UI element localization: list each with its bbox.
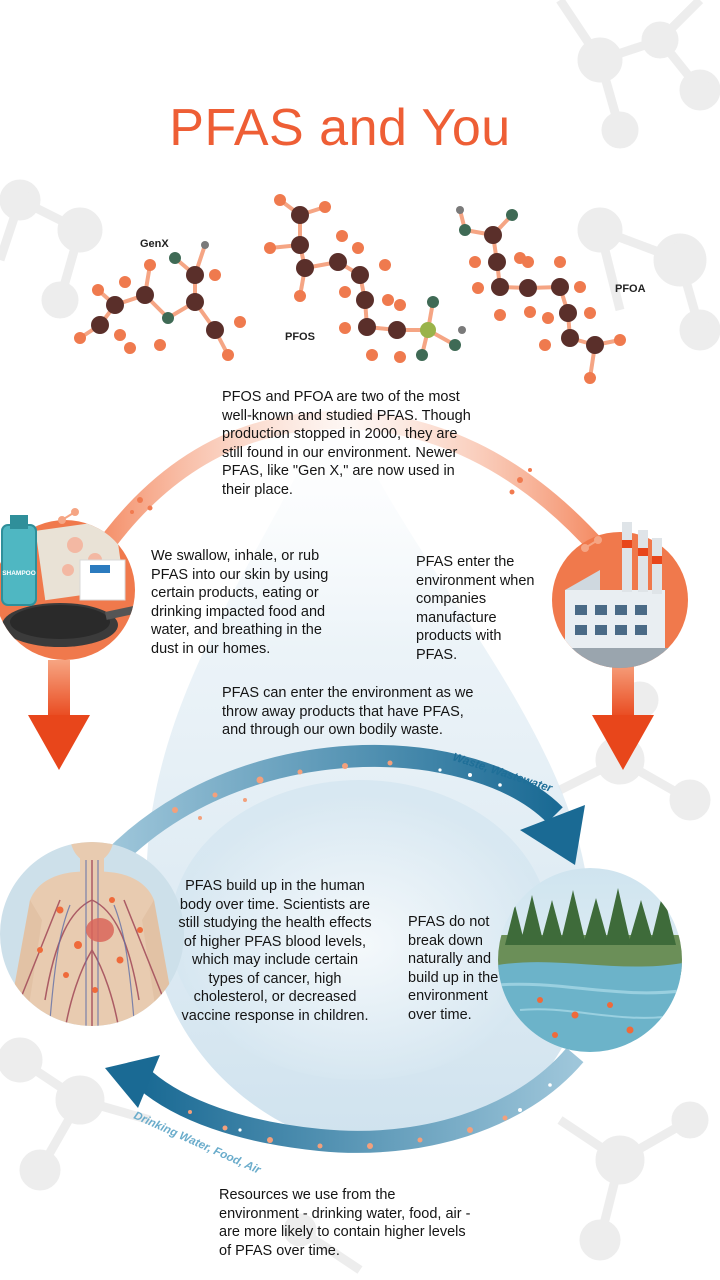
resources-text: Resources we use from the environment - … xyxy=(219,1187,471,1259)
disposal-text: PFAS can enter the environment as we thr… xyxy=(222,685,474,738)
right-down-arrow xyxy=(592,660,654,770)
shampoo-bottle-label: SHAMPOO xyxy=(2,570,36,577)
arrow-white-specks xyxy=(238,768,552,1132)
environment-text: PFAS do not break down naturally and bui… xyxy=(408,914,499,1023)
pfoa-label: PFOA xyxy=(615,283,646,295)
pfos-atoms xyxy=(264,194,466,363)
factory-illustration xyxy=(552,522,688,668)
waste-arrowhead xyxy=(520,805,585,865)
exposure-text: We swallow, inhale, or rub PFAS into our… xyxy=(151,548,329,657)
drinking-arrow xyxy=(137,1047,584,1153)
left-down-arrow xyxy=(28,660,90,770)
waste-arrow xyxy=(104,744,563,868)
environment-illustration xyxy=(498,868,682,1052)
orange-arc-dots xyxy=(130,468,532,514)
human-body-illustration xyxy=(0,842,184,1026)
pfoa-atoms xyxy=(456,206,626,384)
manufacture-text: PFAS enter the environment when companie… xyxy=(416,554,535,663)
page-title: PFAS and You xyxy=(169,99,511,157)
intro-text: PFOS and PFOA are two of the most well-k… xyxy=(222,389,471,498)
arrow-particles xyxy=(172,760,508,1149)
pfos-label: PFOS xyxy=(285,331,315,343)
drinking-arrowhead xyxy=(105,1055,160,1108)
body-text: PFAS build up in the human body over tim… xyxy=(178,878,372,1024)
home-products-illustration: SHAMPOO xyxy=(0,508,135,660)
genx-label: GenX xyxy=(140,238,169,250)
genx-atoms xyxy=(74,241,246,361)
